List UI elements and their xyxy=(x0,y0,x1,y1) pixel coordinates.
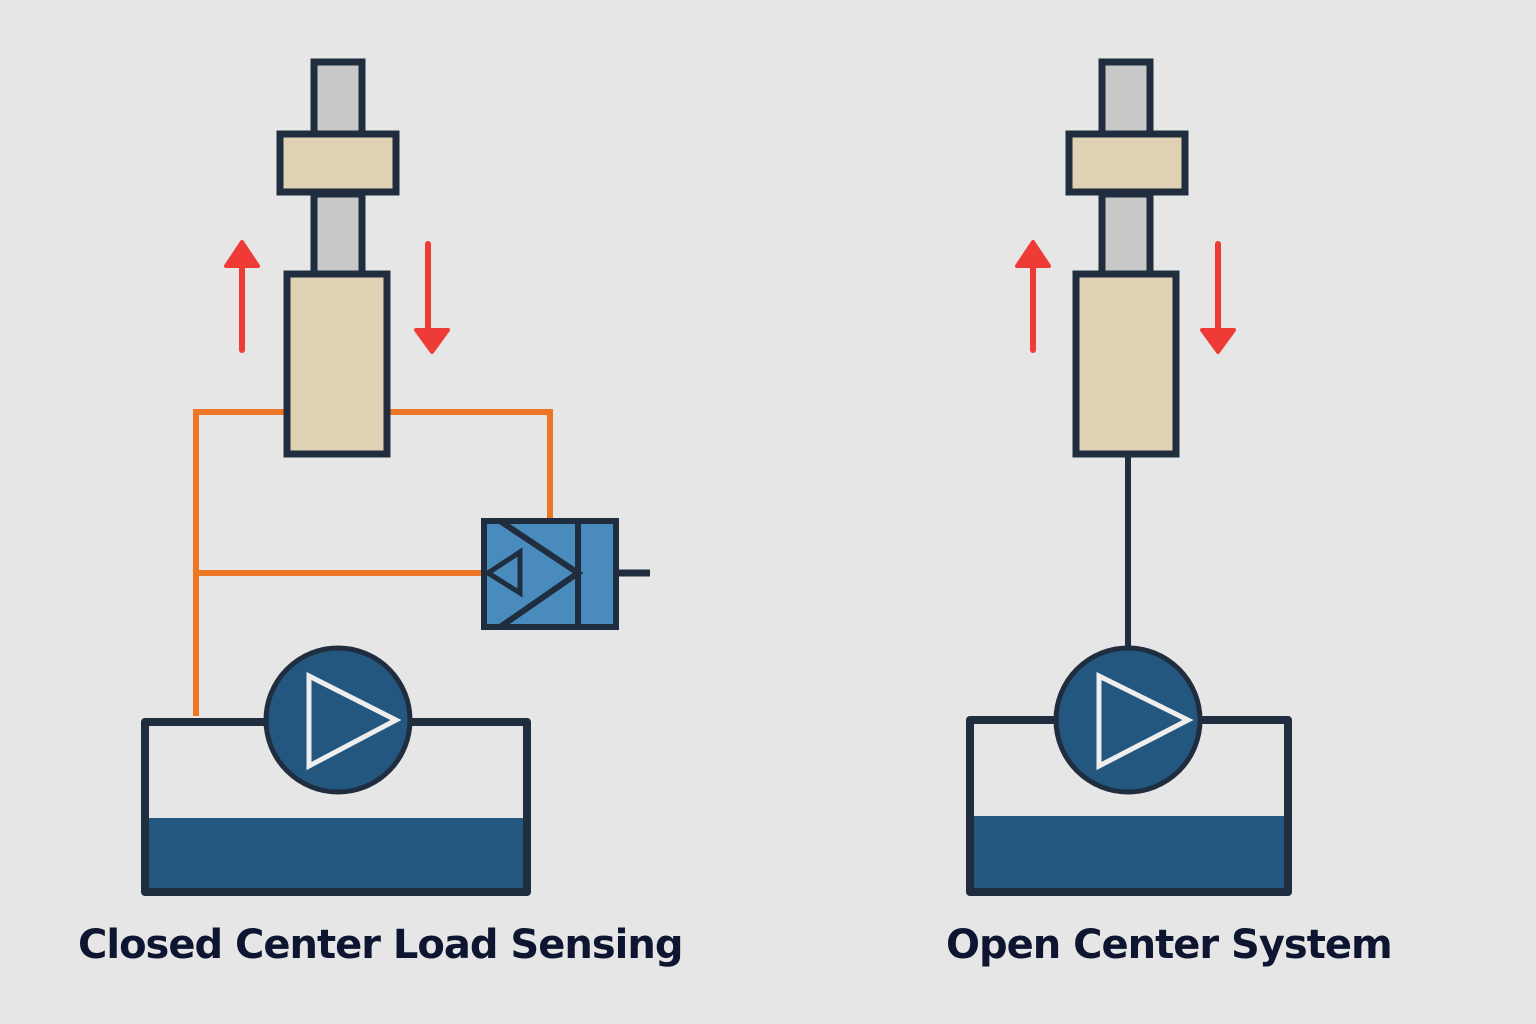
closed-center-diagram xyxy=(141,58,650,896)
pump-icon xyxy=(1053,645,1203,795)
cylinder-barrel xyxy=(1072,270,1180,458)
lower-rod xyxy=(1098,190,1154,280)
lower-rod xyxy=(310,190,366,280)
raise-arrow-icon xyxy=(224,240,260,353)
piston-head xyxy=(276,130,400,196)
pump-icon xyxy=(263,645,413,795)
open-center-caption: Open Center System xyxy=(946,922,1393,968)
raise-arrow-icon xyxy=(1015,240,1051,353)
lower-arrow-icon xyxy=(1200,241,1236,354)
upper-rod xyxy=(1098,58,1154,140)
upper-rod xyxy=(310,58,366,140)
load-sense-lines xyxy=(193,409,553,716)
closed-center-caption: Closed Center Load Sensing xyxy=(78,922,683,968)
left-signal-line xyxy=(193,409,288,716)
piston-head xyxy=(1065,130,1189,196)
lower-arrow-icon xyxy=(414,241,450,354)
right-signal-line xyxy=(386,409,553,522)
open-center-diagram xyxy=(966,58,1292,896)
cylinder-barrel xyxy=(283,270,391,458)
load-sensing-valve xyxy=(481,518,650,630)
